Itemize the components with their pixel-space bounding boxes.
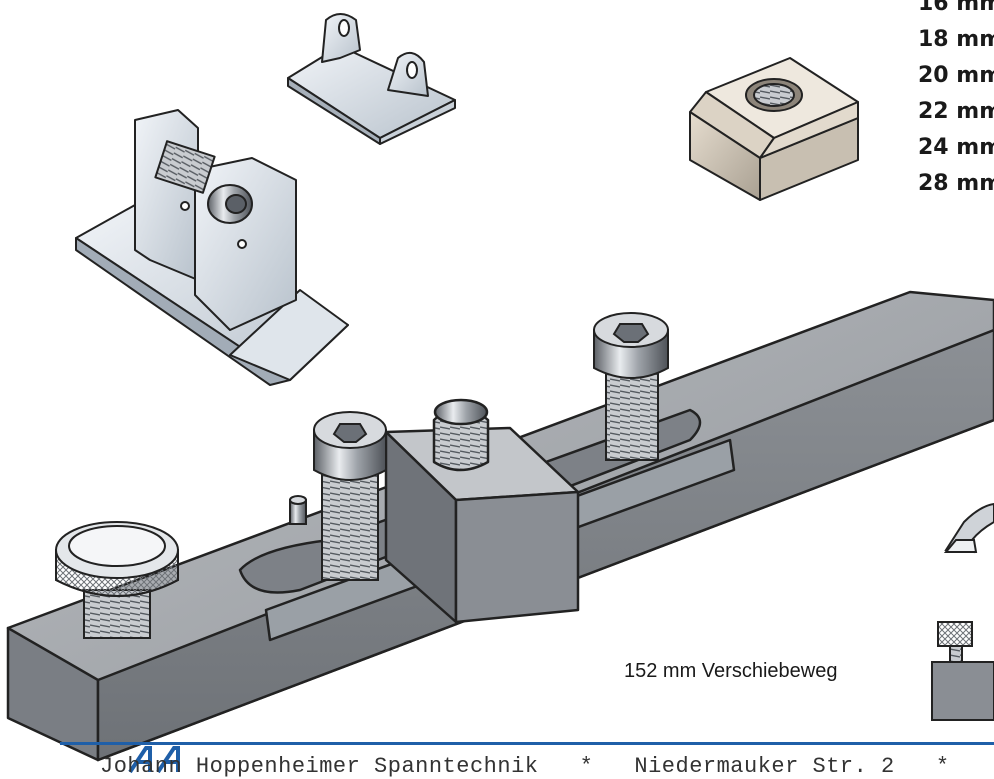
pin-icon [289, 495, 307, 525]
rail-assembly-icon [6, 290, 994, 762]
bracket-large-icon [75, 109, 349, 386]
size-item: 18 mm [918, 27, 994, 52]
t-slot-nut-icon [689, 57, 859, 201]
size-item: 16 mm [918, 0, 994, 16]
travel-caption: 152 mm Verschiebeweg [624, 660, 838, 682]
knurled-knob-icon [55, 521, 179, 639]
size-item: 24 mm [918, 135, 994, 160]
footer-divider [60, 742, 994, 745]
company-logo-icon [128, 746, 180, 774]
footer-company-text: Johann Hoppenheimer Spanntechnik * Niede… [100, 754, 950, 779]
size-item: 28 mm [918, 171, 994, 196]
detail-clamp-icon [931, 502, 994, 721]
bracket-small-icon [287, 13, 456, 145]
size-item: 20 mm [918, 63, 994, 88]
cap-screw-icon [313, 312, 669, 581]
size-item: 22 mm [918, 99, 994, 124]
size-list: 16 mm 18 mm 20 mm 22 mm 24 mm 28 mm [918, 0, 994, 202]
